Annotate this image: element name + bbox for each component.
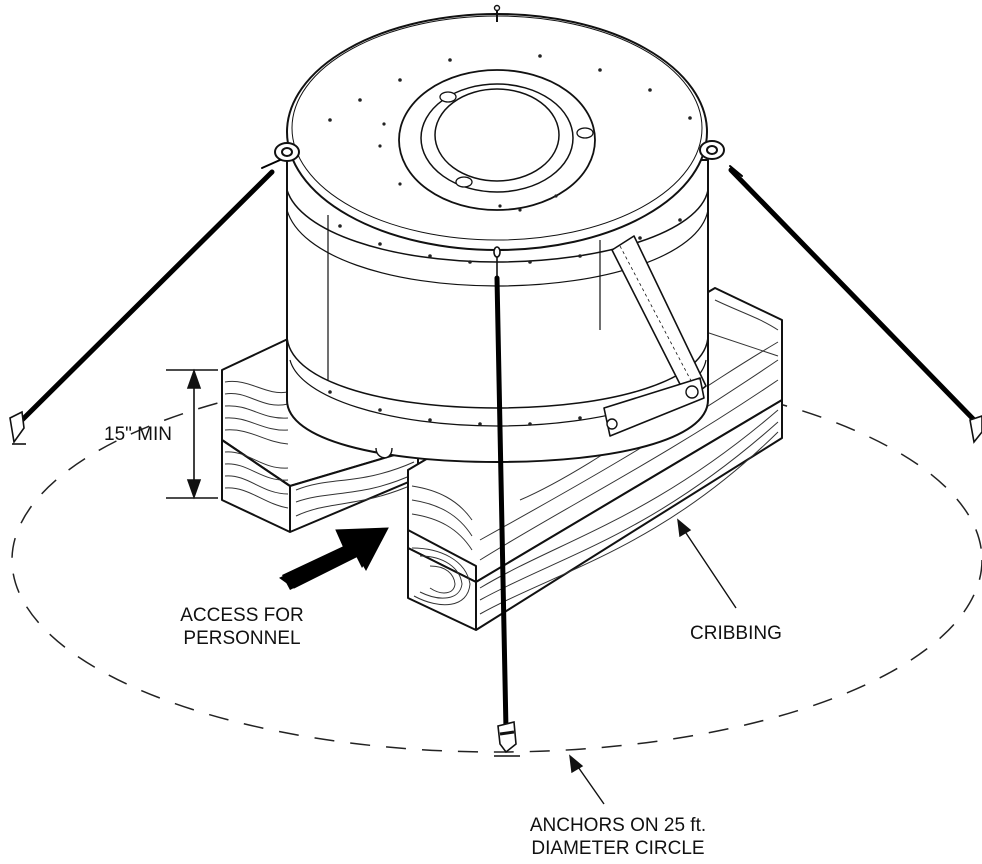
- min-height-label: 15" MIN: [104, 423, 172, 446]
- min-height-text: 15" MIN: [104, 424, 172, 445]
- anchors-label: ANCHORS ON 25 ft. DIAMETER CIRCLE: [498, 814, 738, 860]
- access-line-2: PERSONNEL: [183, 628, 301, 649]
- lifting-eye-icon: [274, 142, 300, 162]
- lifting-eye-icon: [699, 140, 725, 160]
- anchors-line-1: ANCHORS ON 25 ft.: [529, 815, 707, 836]
- access-arrow-icon: [279, 527, 389, 590]
- anchors-line-2: DIAMETER CIRCLE: [531, 838, 705, 859]
- anchor-stake-icon: [969, 415, 982, 444]
- tie-down-cables: [13, 159, 982, 733]
- dimension-15-min: [166, 368, 218, 500]
- access-label: ACCESS FOR PERSONNEL: [152, 604, 332, 650]
- anchor-stake-icon: [9, 410, 26, 445]
- cribbing-text: CRIBBING: [690, 623, 782, 644]
- leader-lines: [569, 518, 737, 805]
- cribbing-label: CRIBBING: [690, 622, 782, 645]
- lifting-eye-icon: [493, 246, 501, 278]
- top-lifting-pin: [493, 4, 501, 22]
- access-line-1: ACCESS FOR: [180, 605, 304, 626]
- anchor-stake-icon: [494, 720, 520, 757]
